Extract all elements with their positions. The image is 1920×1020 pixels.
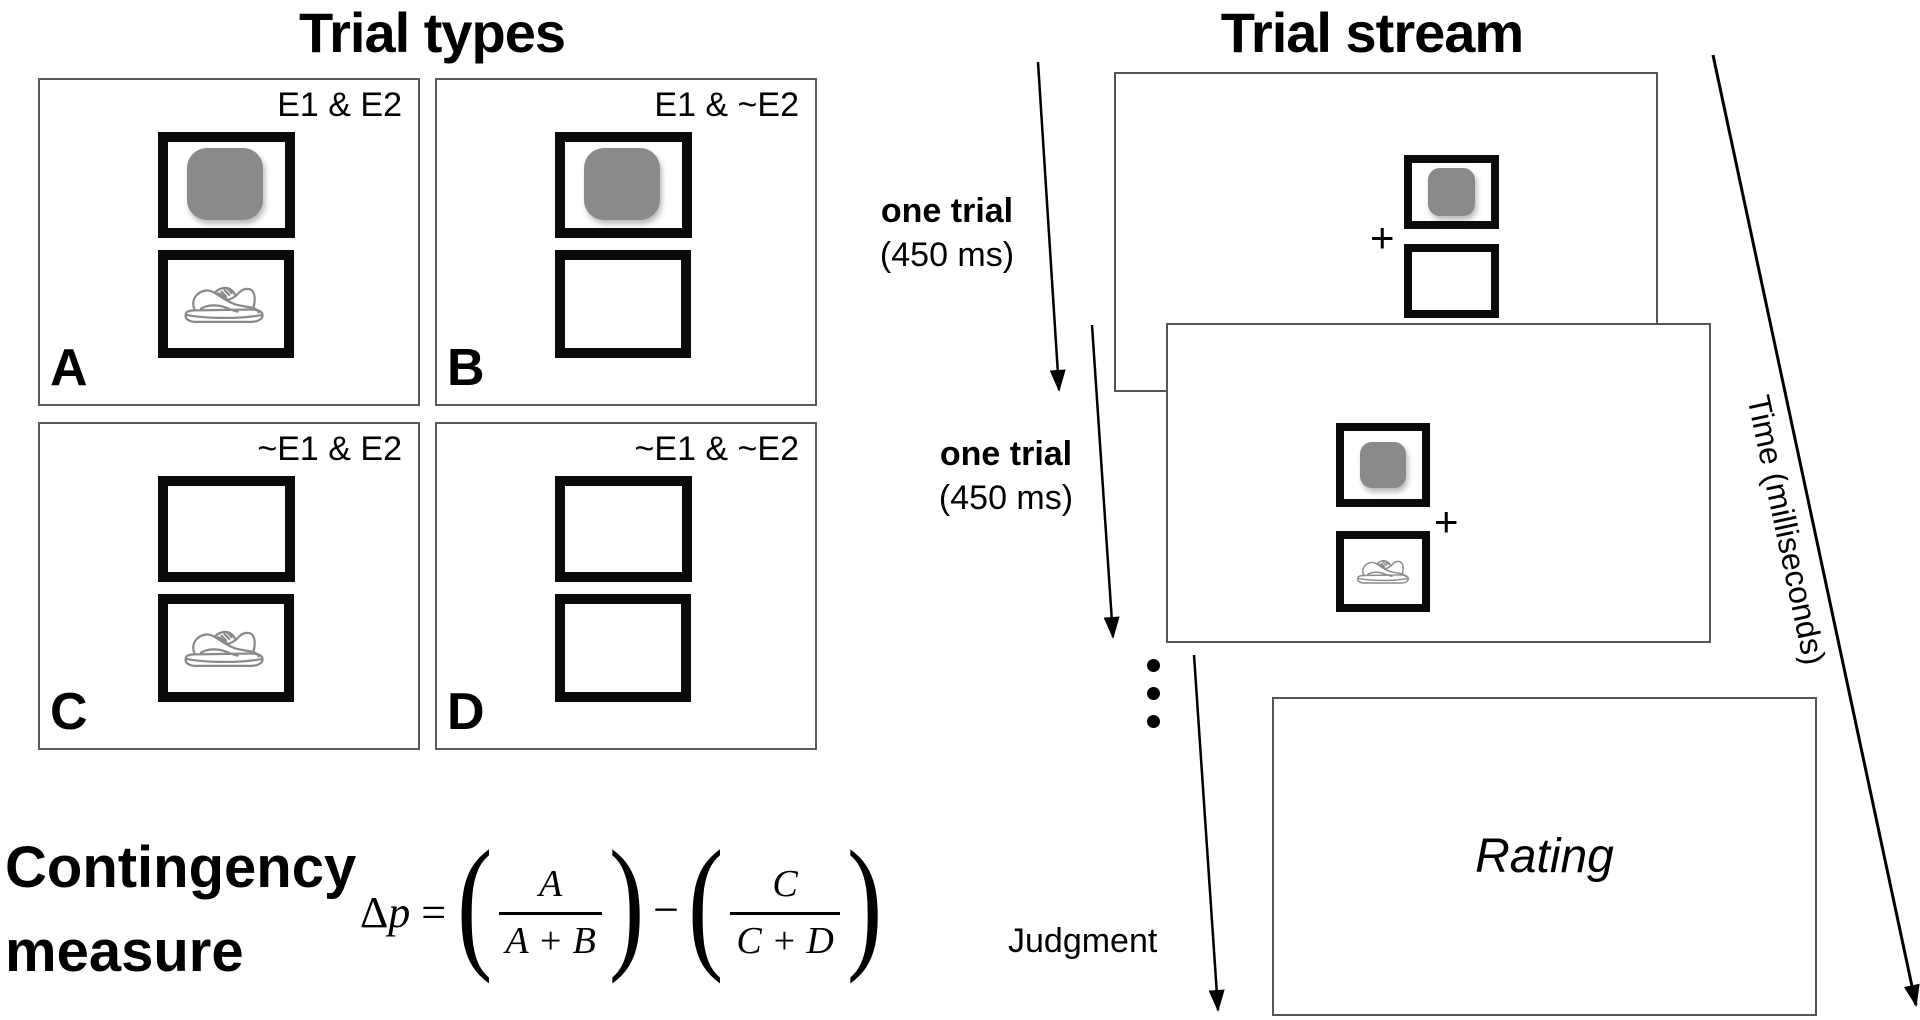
gray-square-stimulus <box>187 148 263 220</box>
delta-symbol: Δ <box>360 887 389 937</box>
stimulus-frame-bottom <box>1336 531 1430 612</box>
shoe-stimulus-icon <box>184 286 264 323</box>
denominator: A + B <box>505 919 596 962</box>
shoe-stimulus-icon <box>184 630 264 667</box>
close-paren: ) <box>846 821 883 985</box>
gray-square-stimulus <box>1360 442 1406 488</box>
fixation-cross: + <box>1434 498 1459 545</box>
one-trial-label-1: one trial (450 ms) <box>852 189 1042 277</box>
trial-screen-2: + <box>1166 323 1711 643</box>
condition-label-d: ~E1 & ~E2 <box>634 430 799 468</box>
trial-stream-title: Trial stream <box>1220 1 1524 64</box>
fraction-a-over-ab: A A + B <box>499 862 602 963</box>
formula-lhs: Δp = <box>360 887 446 938</box>
fraction-bar <box>499 911 602 915</box>
condition-label-c: ~E1 & E2 <box>257 430 402 468</box>
one-trial-text: one trial <box>880 192 1014 230</box>
rating-label: Rating <box>1475 830 1614 883</box>
stimulus-frame-top <box>555 132 692 238</box>
trial-duration-text: (450 ms) <box>938 479 1074 517</box>
stimulus-frame-bottom-empty <box>555 250 691 358</box>
dot-icon <box>1147 687 1160 700</box>
panel-letter-a: A <box>50 339 88 397</box>
stimulus-frame-top-empty <box>158 476 295 582</box>
panel-letter-d: D <box>447 683 485 741</box>
stimulus-frame-bottom <box>158 250 294 358</box>
trial-type-panel-c: ~E1 & E2 C <box>38 422 420 750</box>
stimulus-frame-top-empty <box>555 476 692 582</box>
panel-letter-c: C <box>50 683 88 741</box>
stimulus-frame-bottom <box>158 594 294 702</box>
delta-p-formula: Δp = ( A A + B ) − ( C C + D ) <box>360 829 883 988</box>
judgment-arrow <box>1192 654 1225 1012</box>
stimulus-frame-top <box>1336 423 1430 507</box>
dot-icon <box>1147 659 1160 672</box>
condition-label-a: E1 & E2 <box>277 86 402 124</box>
time-axis-label: Time (milliseconds) <box>1740 391 1833 668</box>
numerator: C <box>772 862 798 905</box>
p-symbol: p <box>388 887 411 937</box>
trial-duration-text: (450 ms) <box>879 236 1015 274</box>
trial-type-panel-d: ~E1 & ~E2 D <box>435 422 817 750</box>
trial-type-panel-a: E1 & E2 A <box>38 78 420 406</box>
close-paren: ) <box>608 821 645 985</box>
stimulus-frame-top <box>158 132 295 238</box>
open-paren: ( <box>457 821 493 985</box>
contingency-label-line1: Contingency <box>5 835 357 900</box>
judgment-label: Judgment <box>1008 922 1158 960</box>
numerator: A <box>539 862 563 905</box>
stimulus-frame-bottom-empty <box>555 594 691 702</box>
one-trial-text: one trial <box>939 435 1073 473</box>
fixation-cross: + <box>1370 214 1395 261</box>
contingency-label-line2: measure <box>5 919 244 984</box>
trial-type-panel-b: E1 & ~E2 B <box>435 78 817 406</box>
stimulus-frame-bottom-empty <box>1404 244 1499 318</box>
condition-label-b: E1 & ~E2 <box>654 86 799 124</box>
equals-sign: = <box>410 887 447 937</box>
gray-square-stimulus <box>584 148 660 220</box>
trial-types-title: Trial types <box>298 1 566 64</box>
contingency-measure-label: Contingency measure <box>5 826 356 994</box>
shoe-stimulus-icon <box>1357 560 1409 584</box>
minus-sign: − <box>653 883 680 935</box>
fraction-c-over-cd: C C + D <box>730 862 840 963</box>
open-paren: ( <box>687 821 724 985</box>
dot-icon <box>1147 715 1160 728</box>
one-trial-label-2: one trial (450 ms) <box>911 432 1101 520</box>
stimulus-frame-top <box>1404 155 1499 229</box>
panel-letter-b: B <box>447 339 485 397</box>
fraction-bar <box>730 911 840 915</box>
gray-square-stimulus <box>1428 168 1475 216</box>
denominator: C + D <box>736 919 834 962</box>
rating-screen: Rating <box>1272 697 1817 1016</box>
